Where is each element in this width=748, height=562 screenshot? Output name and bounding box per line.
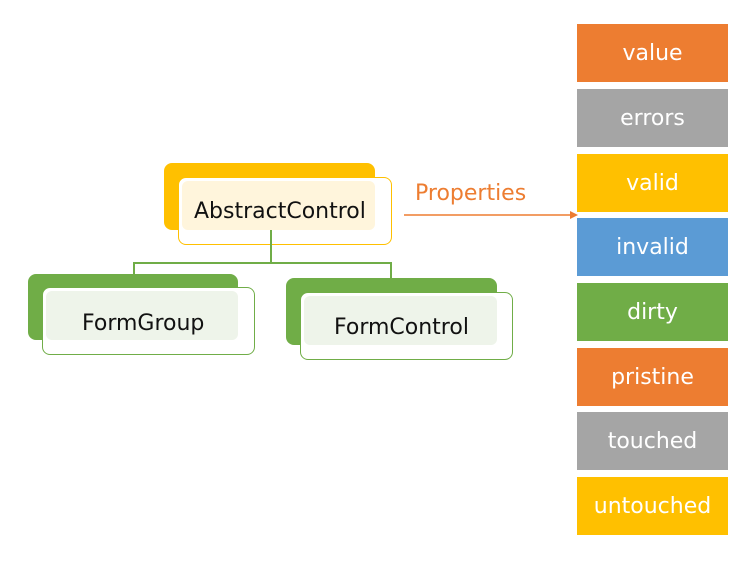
properties-arrow-head [570,211,578,219]
property-valid: valid [577,154,728,212]
property-touched: touched [577,412,728,470]
form-group-node-fill [46,291,238,340]
properties-arrow-label: Properties [415,181,527,206]
property-pristine: pristine [577,348,728,406]
form-group-label: FormGroup [82,311,205,336]
property-value: value [577,24,728,82]
tree-connector-vertical-right [390,262,392,278]
property-invalid: invalid [577,218,728,276]
tree-connector-vertical-left [133,262,135,274]
abstract-control-label: AbstractControl [194,199,366,224]
tree-connector-horizontal [133,262,391,264]
property-errors: errors [577,89,728,147]
tree-connector-vertical-root [270,230,272,262]
abstract-control-node-fill [182,181,375,230]
properties-arrow [404,211,578,219]
property-dirty: dirty [577,283,728,341]
form-control-node-fill [304,296,497,345]
property-untouched: untouched [577,477,728,535]
form-control-label: FormControl [334,315,469,340]
